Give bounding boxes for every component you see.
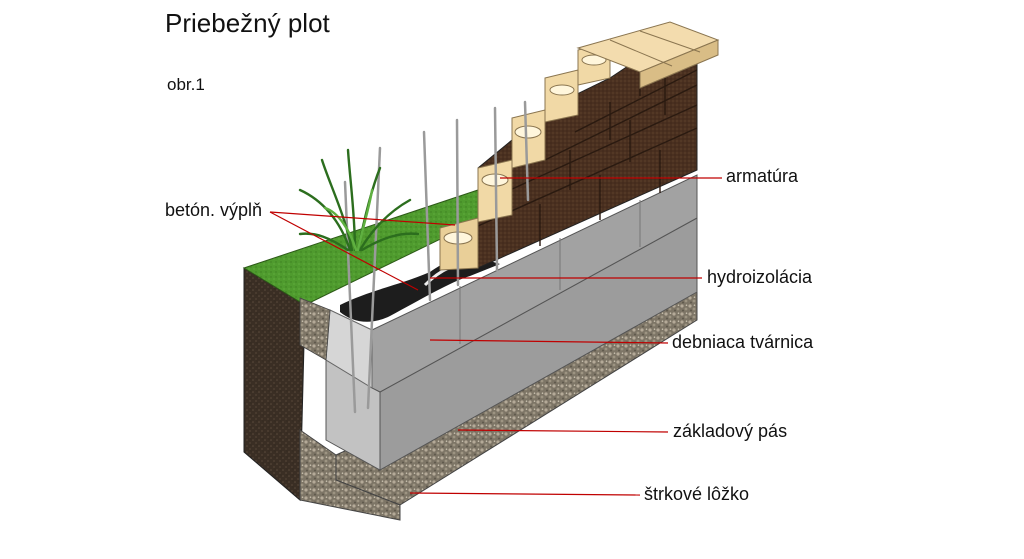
label-armatura: armatúra: [726, 166, 799, 186]
label-beton-vypln: betón. výplň: [165, 200, 263, 220]
stepped-hollow-blocks: [439, 41, 611, 271]
diagram-title: Priebežný plot: [165, 8, 330, 38]
label-hydroizolacia: hydroizolácia: [707, 267, 813, 287]
figure-label: obr.1: [167, 75, 205, 94]
gravel-trench: [299, 297, 331, 361]
label-strkove-lozko: štrkové lôžko: [644, 484, 750, 504]
rebar-rods: [343, 100, 530, 414]
waterproofing-membrane: [340, 257, 500, 322]
gravel-bed-end: [299, 429, 401, 521]
label-debniaca-tvarnica: debniaca tvárnica: [672, 332, 814, 352]
soil-side: [243, 267, 306, 502]
brick-joints: [477, 62, 698, 246]
leader-lines: [269, 177, 722, 496]
label-zakladovy-pas: základový pás: [673, 421, 788, 441]
